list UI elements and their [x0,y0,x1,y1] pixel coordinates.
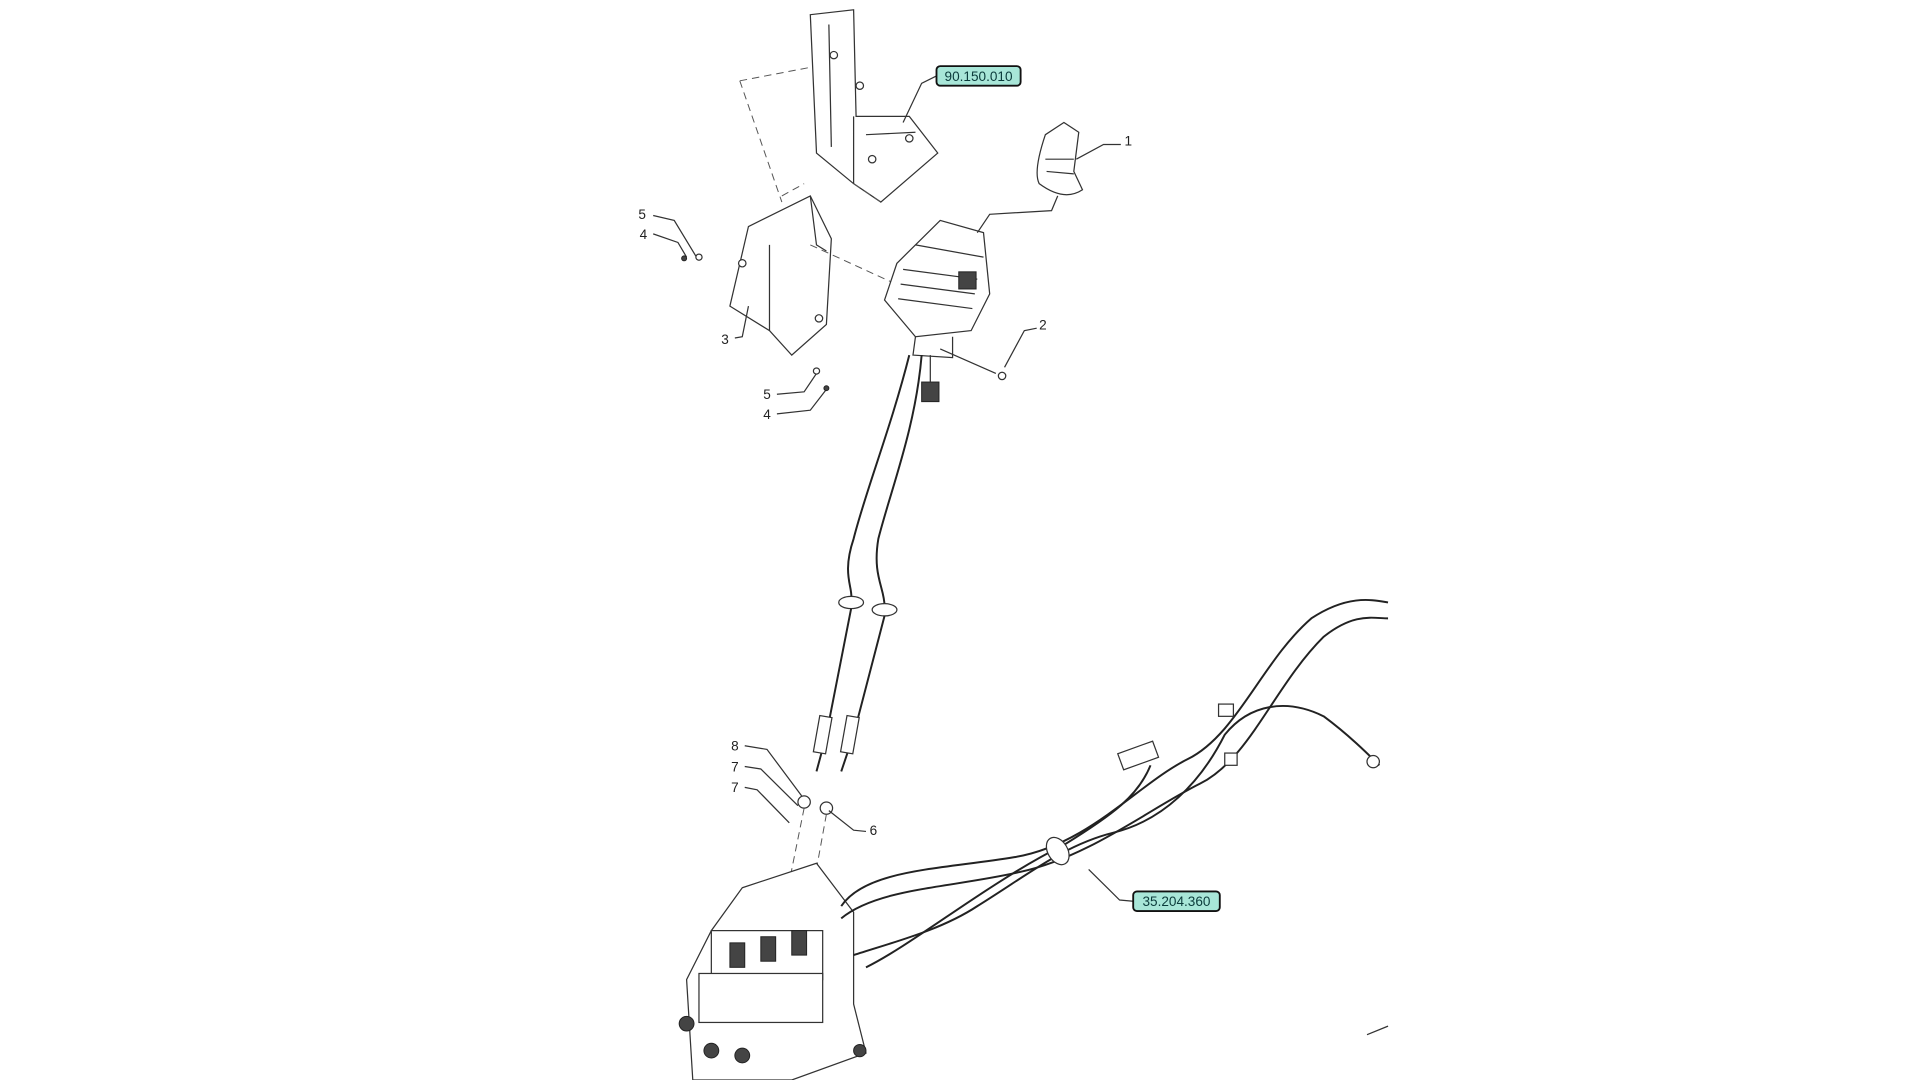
upper-bracket [809,9,939,203]
hydraulic-hoses [840,598,1389,1036]
reference-tag-upper[interactable]: 90.150.010 [902,65,1022,123]
reference-label: 90.150.010 [945,69,1013,84]
reference-label: 35.204.360 [1142,894,1210,909]
side-bracket [729,195,832,356]
callout-7b: 7 [731,780,739,795]
callout-5b: 5 [763,387,771,402]
callout-8: 8 [731,739,739,754]
callout-4: 4 [640,227,648,242]
callout-7: 7 [731,759,739,774]
callout-labels: 1 2 3 4 5 5 4 8 7 7 6 [638,134,1132,838]
valve-block [678,862,867,1081]
callout-6: 6 [870,823,878,838]
callout-3: 3 [721,332,729,347]
callout-5: 5 [638,207,646,222]
callout-1: 1 [1125,134,1133,149]
reference-tag-lower[interactable]: 35.204.360 [1088,868,1221,912]
callout-4b: 4 [763,407,771,422]
joystick-assembly [883,121,1084,403]
control-cables [812,354,923,772]
callout-2: 2 [1039,317,1047,332]
